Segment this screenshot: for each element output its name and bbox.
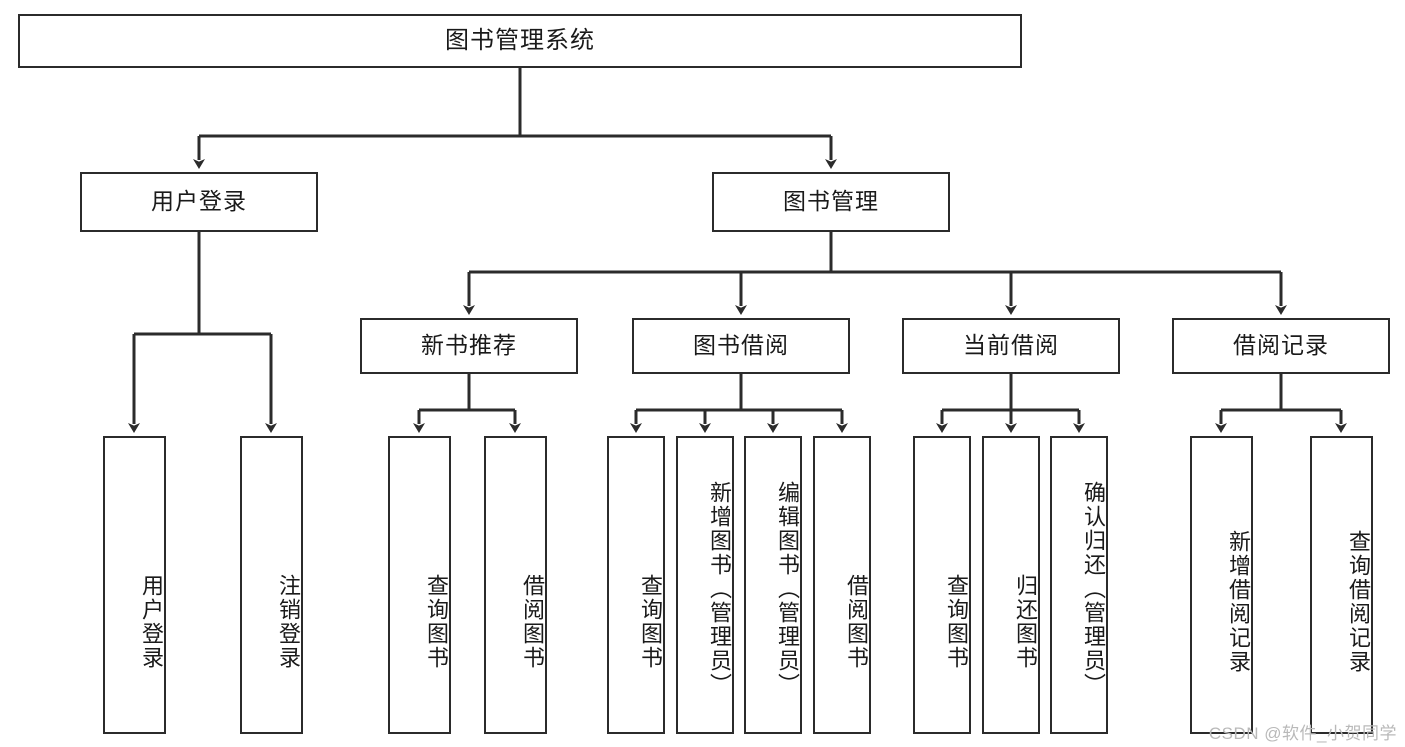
node-book-borrow-label: 图书借阅 bbox=[693, 332, 789, 359]
node-leaf-user-login-label: 用户登录 bbox=[139, 574, 164, 670]
node-borrow-record[interactable]: 借阅记录 bbox=[1172, 318, 1390, 374]
node-leaf-borrow-book-1[interactable]: 借阅图书 bbox=[484, 436, 547, 734]
node-leaf-edit-book-label: 编辑图书（管理员） bbox=[775, 481, 800, 697]
node-leaf-add-book[interactable]: 新增图书（管理员） bbox=[676, 436, 734, 734]
node-user-login[interactable]: 用户登录 bbox=[80, 172, 318, 232]
node-leaf-query-book-3[interactable]: 查询图书 bbox=[913, 436, 971, 734]
node-book-borrow[interactable]: 图书借阅 bbox=[632, 318, 850, 374]
node-new-book-recommend-label: 新书推荐 bbox=[421, 332, 517, 359]
node-leaf-confirm-return[interactable]: 确认归还（管理员） bbox=[1050, 436, 1108, 734]
node-leaf-logout-label: 注销登录 bbox=[276, 574, 301, 670]
node-leaf-add-book-label: 新增图书（管理员） bbox=[707, 481, 732, 697]
node-book-manage[interactable]: 图书管理 bbox=[712, 172, 950, 232]
node-current-borrow-label: 当前借阅 bbox=[963, 332, 1059, 359]
csdn-watermark: CSDN @软件_小贺同学 bbox=[1208, 724, 1397, 743]
node-leaf-query-book-1-label: 查询图书 bbox=[424, 574, 449, 670]
node-leaf-query-record[interactable]: 查询借阅记录 bbox=[1310, 436, 1373, 734]
node-leaf-borrow-book-1-label: 借阅图书 bbox=[520, 574, 545, 670]
node-current-borrow[interactable]: 当前借阅 bbox=[902, 318, 1120, 374]
node-book-manage-label: 图书管理 bbox=[783, 188, 879, 215]
node-leaf-return-book[interactable]: 归还图书 bbox=[982, 436, 1040, 734]
node-borrow-record-label: 借阅记录 bbox=[1233, 332, 1329, 359]
node-leaf-query-book-2-label: 查询图书 bbox=[638, 574, 663, 670]
node-leaf-return-book-label: 归还图书 bbox=[1013, 574, 1038, 670]
node-leaf-borrow-book-2[interactable]: 借阅图书 bbox=[813, 436, 871, 734]
node-leaf-confirm-return-label: 确认归还（管理员） bbox=[1081, 481, 1106, 697]
node-leaf-query-book-3-label: 查询图书 bbox=[944, 574, 969, 670]
node-root-label: 图书管理系统 bbox=[445, 26, 595, 54]
node-leaf-borrow-book-2-label: 借阅图书 bbox=[844, 574, 869, 670]
node-leaf-query-book-1[interactable]: 查询图书 bbox=[388, 436, 451, 734]
node-leaf-user-login[interactable]: 用户登录 bbox=[103, 436, 166, 734]
node-leaf-query-book-2[interactable]: 查询图书 bbox=[607, 436, 665, 734]
node-leaf-add-record-label: 新增借阅记录 bbox=[1226, 530, 1251, 674]
node-leaf-logout[interactable]: 注销登录 bbox=[240, 436, 303, 734]
node-leaf-edit-book[interactable]: 编辑图书（管理员） bbox=[744, 436, 802, 734]
node-new-book-recommend[interactable]: 新书推荐 bbox=[360, 318, 578, 374]
node-leaf-add-record[interactable]: 新增借阅记录 bbox=[1190, 436, 1253, 734]
node-user-login-label: 用户登录 bbox=[151, 188, 247, 215]
node-leaf-query-record-label: 查询借阅记录 bbox=[1346, 530, 1371, 674]
node-root[interactable]: 图书管理系统 bbox=[18, 14, 1022, 68]
